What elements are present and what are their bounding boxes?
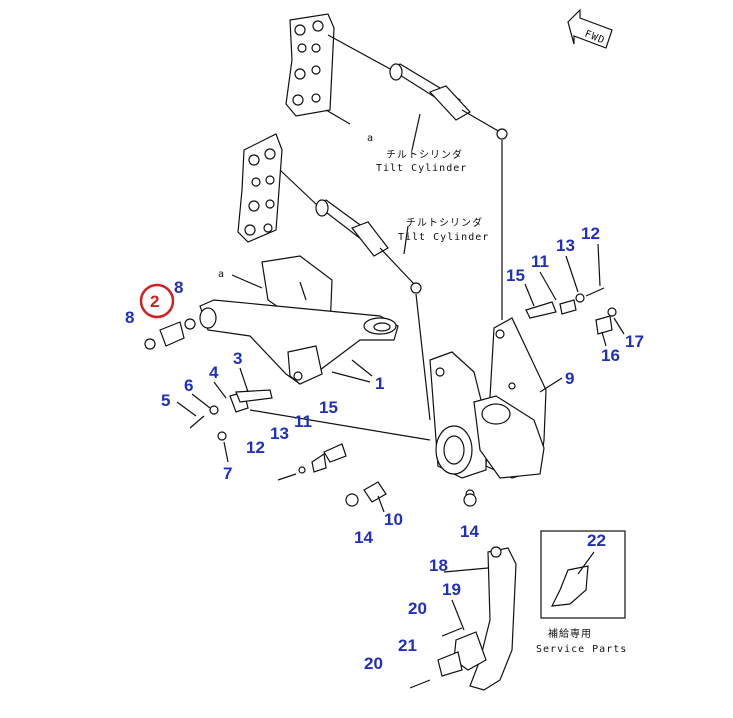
ref-a-upper: a	[367, 133, 374, 144]
callout-1[interactable]: 1	[375, 374, 384, 393]
leader-lines	[176, 243, 625, 631]
tilt-cylinder-lower-en: Tilt Cylinder	[398, 232, 489, 243]
arm-part-1	[199, 255, 431, 441]
callout-4[interactable]: 4	[209, 363, 219, 382]
callout-12-right[interactable]: 12	[581, 224, 600, 243]
upper-tilt-cylinder	[389, 63, 508, 320]
callout-15-left[interactable]: 15	[319, 398, 338, 417]
callout-2[interactable]: 2	[150, 292, 159, 311]
callout-19[interactable]: 19	[442, 580, 461, 599]
callout-20-lower[interactable]: 20	[364, 654, 383, 673]
main-frame-part-9	[429, 317, 547, 499]
callout-12-left[interactable]: 12	[246, 438, 265, 457]
callout-13-right[interactable]: 13	[556, 236, 575, 255]
callout-22[interactable]: 22	[587, 531, 606, 550]
callout-20-upper[interactable]: 20	[408, 599, 427, 618]
callout-10[interactable]: 10	[384, 510, 403, 529]
callout-3[interactable]: 3	[233, 349, 242, 368]
callout-21[interactable]: 21	[398, 636, 417, 655]
callout-6[interactable]: 6	[184, 376, 193, 395]
callout-15-right[interactable]: 15	[506, 266, 525, 285]
callout-11-right[interactable]: 11	[531, 252, 549, 271]
upper-bracket	[285, 13, 393, 125]
callout-17[interactable]: 17	[625, 332, 644, 351]
tilt-cylinder-upper-jp: チルトシリンダ	[386, 148, 463, 161]
callout-16[interactable]: 16	[601, 346, 620, 365]
lower-tilt-cylinder	[315, 199, 431, 421]
callout-9[interactable]: 9	[565, 369, 574, 388]
callout-5[interactable]: 5	[161, 391, 170, 410]
callout-18[interactable]: 18	[429, 556, 448, 575]
callout-8-lower[interactable]: 8	[125, 308, 134, 327]
lower-bracket	[237, 133, 319, 243]
callout-14-left[interactable]: 14	[354, 528, 373, 547]
lever-part-18	[437, 546, 517, 691]
callout-14-right[interactable]: 14	[460, 522, 479, 541]
service-parts-box	[540, 530, 626, 619]
tilt-cylinder-lower-jp: チルトシリンダ	[406, 216, 483, 229]
fwd-arrow-icon: FWD	[567, 8, 613, 49]
callout-8-upper[interactable]: 8	[174, 278, 183, 297]
selected-callout-ring	[139, 283, 175, 319]
callout-13-left[interactable]: 13	[270, 424, 289, 443]
ref-a-lower: a	[218, 269, 225, 280]
callout-11-left[interactable]: 11	[294, 412, 312, 431]
small-parts	[144, 287, 617, 689]
callout-7[interactable]: 7	[223, 464, 232, 483]
service-parts-jp: 補給専用	[548, 627, 592, 640]
service-parts-en: Service Parts	[536, 644, 627, 655]
tilt-cylinder-upper-en: Tilt Cylinder	[376, 163, 467, 174]
